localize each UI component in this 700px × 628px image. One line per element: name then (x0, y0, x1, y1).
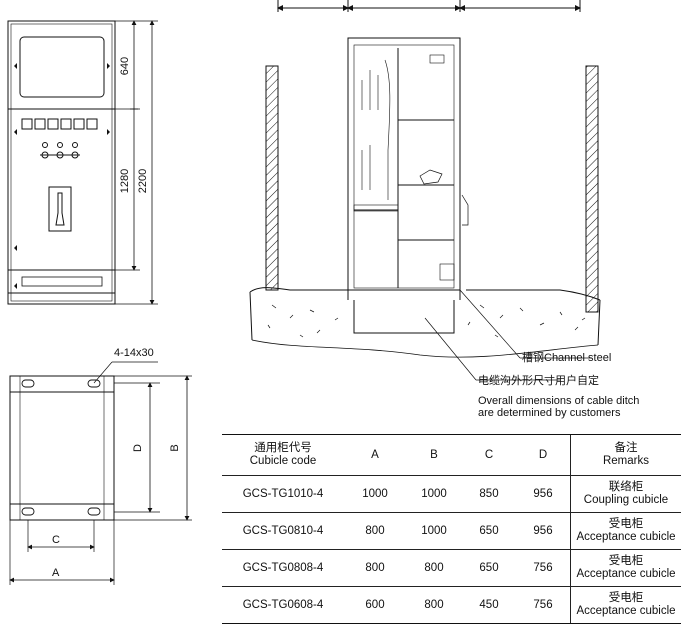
header-c: C (462, 434, 516, 476)
remark-cn: 联络柜 (608, 481, 644, 493)
cell-c: 850 (462, 475, 516, 513)
cell-d: 756 (516, 586, 571, 624)
base-outline (9, 375, 115, 521)
cell-d: 956 (516, 475, 571, 513)
cell-b: 800 (406, 586, 462, 624)
cell-c: 650 (462, 512, 516, 550)
cell-b: 1000 (406, 475, 462, 513)
left-wall (265, 65, 279, 291)
door-hinges (14, 63, 110, 289)
cabinet-outline (7, 20, 116, 305)
cell-a: 1000 (344, 475, 406, 513)
header-d: D (516, 434, 571, 476)
header-code-en: Cubicle code (249, 455, 317, 467)
meter-row (21, 118, 98, 130)
ground-lower (249, 291, 601, 346)
dim-c-label: C (52, 534, 60, 546)
front-dimensions (115, 20, 158, 305)
cable-ditch-cn-label: 电缆沟外形尺寸用户自定 (478, 375, 599, 387)
remark-cn: 受电柜 (608, 518, 644, 530)
section-view (249, 0, 601, 381)
remark-en: Acceptance cubicle (576, 605, 676, 617)
dim-a-label: A (52, 567, 60, 579)
cell-a: 800 (344, 549, 406, 587)
header-remarks-en: Remarks (602, 455, 649, 467)
cell-b: 1000 (406, 512, 462, 550)
dim-b-label: B (169, 444, 181, 452)
mounting-holes (21, 379, 101, 516)
cell-c: 450 (462, 586, 516, 624)
cell-b: 800 (406, 549, 462, 587)
cable-ditch (353, 300, 455, 334)
dim-640-label: 640 (119, 56, 131, 76)
remark-cn: 受电柜 (608, 592, 644, 604)
header-remarks-cn: 备注 (614, 442, 638, 454)
cable-ditch-en-label-1: Overall dimensions of cable ditch (478, 395, 640, 407)
dim-d-label: D (132, 444, 144, 452)
cell-code: GCS-TG0808-4 (222, 549, 344, 587)
operating-handle (48, 186, 72, 232)
indicator-lights (40, 142, 80, 159)
channel-steel-label: 槽钢Channel steel (522, 352, 612, 364)
display-panel (19, 36, 105, 98)
section-cabinet (347, 37, 461, 291)
header-code-cn: 通用柜代号 (254, 442, 312, 454)
header-a: A (344, 434, 406, 476)
cell-d: 956 (516, 512, 571, 550)
front-view (7, 20, 158, 305)
header-b: B (406, 434, 462, 476)
remark-cn: 受电柜 (608, 555, 644, 567)
ground-line (249, 287, 601, 301)
remark-en: Acceptance cubicle (576, 568, 676, 580)
cell-a: 800 (344, 512, 406, 550)
remark-en: Coupling cubicle (583, 494, 669, 506)
base-view (9, 361, 192, 585)
cell-c: 650 (462, 549, 516, 587)
remark-en: Acceptance cubicle (576, 531, 676, 543)
cable-ditch-en-label-2: are determined by customers (478, 407, 621, 419)
cell-code: GCS-TG0608-4 (222, 586, 344, 624)
dim-2200-label: 2200 (137, 168, 149, 194)
cell-code: GCS-TG0810-4 (222, 512, 344, 550)
holes-label: 4-14x30 (114, 347, 154, 359)
cell-a: 600 (344, 586, 406, 624)
dim-1280-label: 1280 (119, 168, 131, 194)
right-wall (585, 65, 599, 313)
cell-code: GCS-TG1010-4 (222, 475, 344, 513)
cell-d: 756 (516, 549, 571, 587)
